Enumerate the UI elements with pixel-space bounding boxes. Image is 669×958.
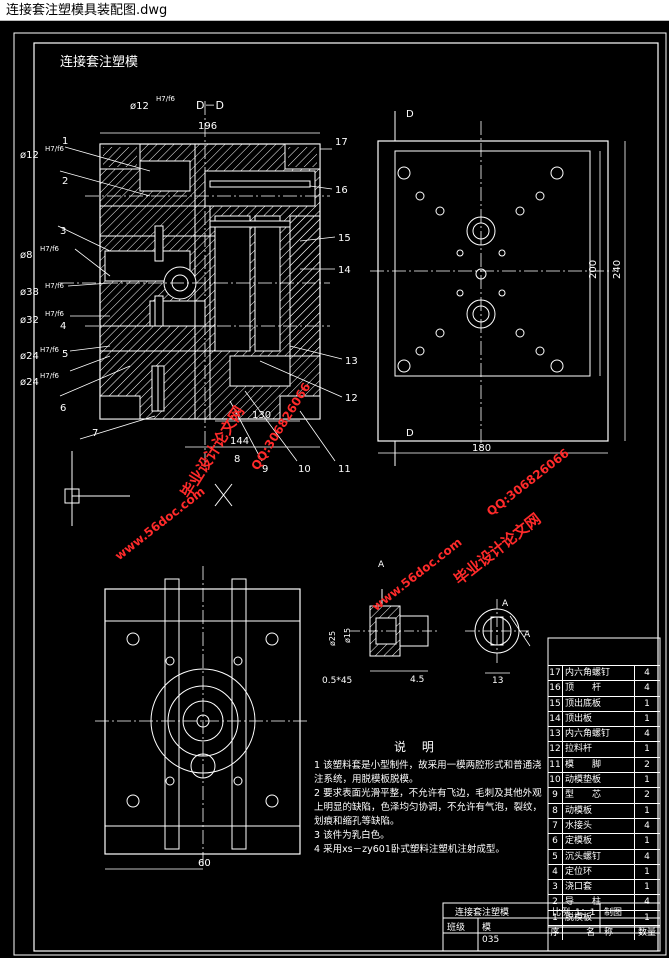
inner-frame: [33, 42, 659, 952]
drawing-canvas[interactable]: 连接套注塑模: [0, 21, 669, 958]
callout-3: 3: [60, 226, 66, 237]
dim-pin: ø12: [130, 101, 149, 112]
marker-d-top: D: [406, 109, 414, 120]
dim-d8-tol: H7/f6: [40, 245, 60, 253]
dim-60: 60: [198, 858, 211, 869]
dim-d38-tol: H7/f6: [45, 282, 65, 290]
dim-d12: ø12: [20, 150, 39, 161]
callout-1: 1: [62, 136, 68, 147]
dim-dia25: ø25: [328, 631, 337, 646]
dim-d32-tol: H7/f6: [45, 310, 65, 318]
window-title: 连接套注塑模具装配图.dwg: [6, 3, 168, 18]
dim-180: 180: [472, 443, 491, 454]
tb-name: 连接套注塑模: [455, 908, 510, 918]
axis-symbol: [64, 451, 233, 526]
title-block-frame: [442, 902, 661, 952]
notes-title: 说 明: [394, 740, 440, 754]
drawing-title: 连接套注塑模: [60, 54, 138, 70]
section-view: [60, 101, 330, 471]
marker-a-left: A: [378, 560, 385, 570]
titlebar-divider: [0, 20, 669, 21]
sheet-frame: [13, 32, 667, 956]
callout-16: 16: [335, 185, 348, 196]
dim-d24b: ø24: [20, 377, 39, 388]
callout-13: 13: [345, 356, 358, 367]
callout-7: 7: [92, 428, 98, 439]
note-2: 2 要求表面光滑平整，不允许有飞边，毛刺及其他外观上明显的缺陷，色泽均匀协调，不…: [314, 788, 543, 827]
dim-d24a: ø24: [20, 351, 39, 362]
dim-144: 144: [230, 436, 249, 447]
callout-10: 10: [298, 464, 311, 475]
dim-d32: ø32: [20, 315, 39, 326]
marker-d-bottom: D: [406, 428, 414, 439]
dim-45: 4.5: [410, 675, 424, 685]
callout-15: 15: [338, 233, 351, 244]
note-1: 1 该塑料套是小型制件，故采用一模两腔形式和普通浇注系统，用脱模板脱模。: [314, 760, 542, 785]
tb-code: 035: [482, 935, 500, 945]
tb-draft: 制图: [604, 908, 623, 918]
callout-8: 8: [234, 454, 240, 465]
watermark-cn-2: 毕业设计论文网: [450, 510, 544, 589]
dim-d8: ø8: [20, 250, 32, 261]
note-3: 3 该件为乳白色。: [314, 830, 390, 841]
tb-scale-label: 比例: [552, 908, 571, 918]
callout-17: 17: [335, 137, 348, 148]
dim-240: 240: [612, 260, 623, 279]
tb-scale: 1：1: [575, 908, 596, 918]
callout-2: 2: [62, 176, 68, 187]
marker-a-right2: A: [524, 630, 531, 640]
callout-12: 12: [345, 393, 358, 404]
tb-mold: 模: [482, 923, 492, 933]
watermark-qq-2: QQ:306826066: [484, 446, 572, 519]
callout-4: 4: [60, 321, 66, 332]
part-detail: [350, 589, 531, 674]
dim-chamfer: 0.5*45: [322, 676, 352, 686]
bottom-view: [95, 566, 310, 870]
tb-class: 班级: [447, 923, 466, 933]
cad-drawing: 连接套注塑模: [13, 32, 667, 956]
note-4: 4 采用xs－zy601卧式塑料注塑机注射成型。: [314, 844, 505, 855]
plan-view: [370, 111, 626, 466]
dim-d24a-tol: H7/f6: [40, 346, 60, 354]
callout-9: 9: [262, 464, 268, 475]
section-label: D－D: [196, 99, 224, 112]
dim-d24b-tol: H7/f6: [40, 372, 60, 380]
callout-14: 14: [338, 265, 351, 276]
callout-6: 6: [60, 403, 66, 414]
dim-pin-tol: H7/f6: [156, 95, 176, 103]
window-titlebar: 连接套注塑模具装配图.dwg: [0, 0, 669, 21]
callout-5: 5: [62, 349, 68, 360]
axis-x-label: X: [226, 472, 227, 473]
dim-dia15: ø15: [343, 628, 352, 643]
marker-a-right: A: [502, 599, 509, 609]
callout-11: 11: [338, 464, 351, 475]
dim-d12-tol: H7/f6: [45, 145, 65, 153]
dim-200: 200: [588, 260, 599, 279]
dim-196: 196: [198, 121, 217, 132]
dim-130: 130: [252, 410, 271, 421]
bom-header: 序名 称数量: [548, 925, 660, 941]
dim-d38: ø38: [20, 287, 39, 298]
bom-frame: [547, 637, 661, 928]
dim-13: 13: [492, 676, 503, 686]
notes-block: 说 明 1 该塑料套是小型制件，故采用一模两腔形式和普通浇注系统，用脱模板脱模。…: [314, 740, 550, 857]
